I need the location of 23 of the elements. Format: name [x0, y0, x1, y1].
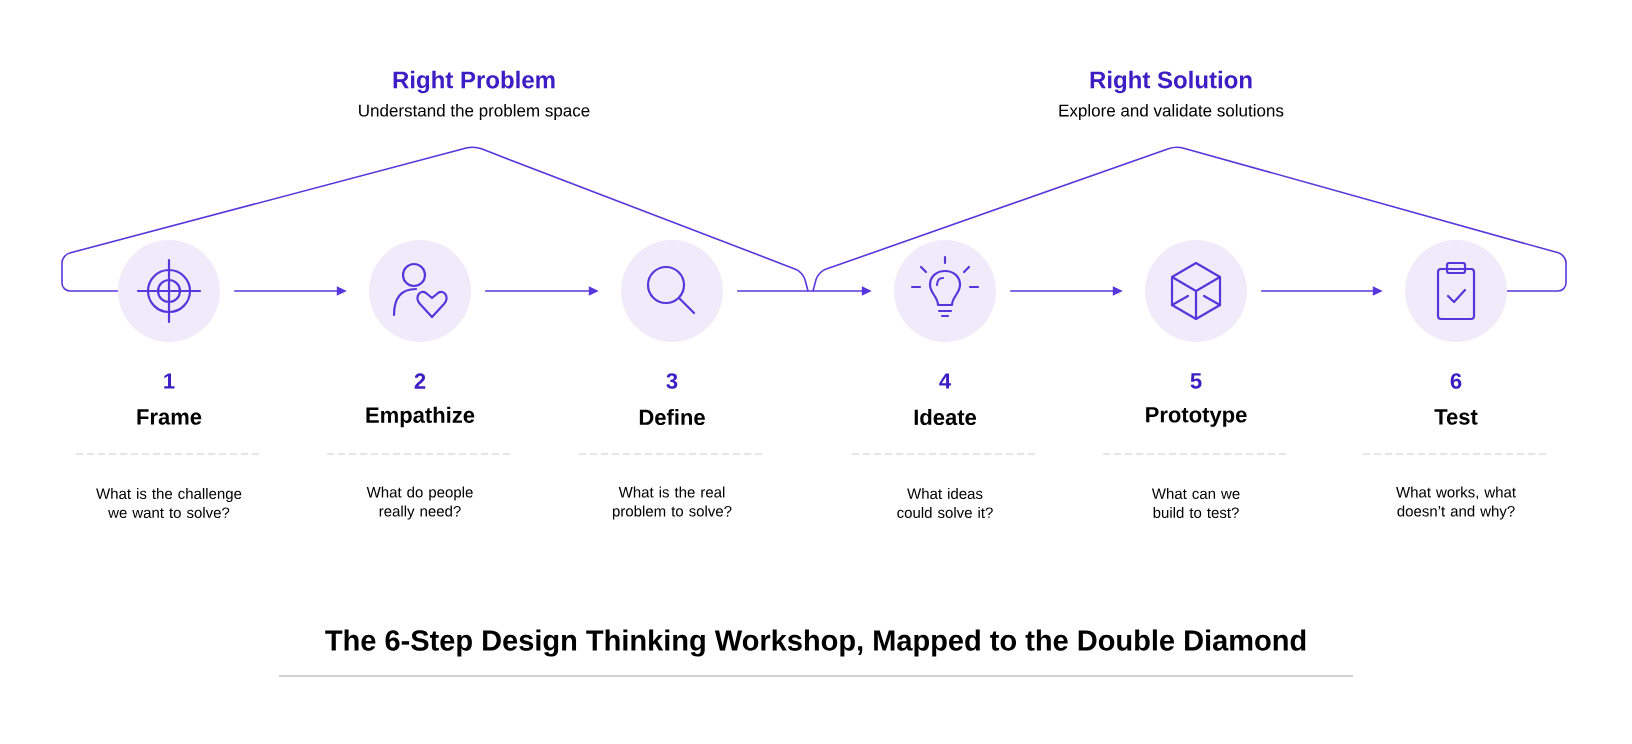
step-name: Empathize: [366, 406, 475, 428]
section-subtitle: Explore and validate solutions: [1059, 104, 1284, 120]
step-name: Define: [639, 408, 705, 426]
step-question: What ideas could solve it?: [897, 488, 993, 518]
step-question: What is the challenge we want to solve?: [96, 488, 242, 518]
step-question: What works, what doesn’t and why?: [1396, 486, 1516, 520]
step-question: What can we build to test?: [1151, 488, 1240, 518]
step-number: 1: [164, 373, 175, 389]
step-name: Frame: [137, 409, 202, 425]
step-number: 2: [414, 373, 426, 389]
section-subtitle: Understand the problem space: [359, 104, 590, 120]
section-heading: Right Solution: [1090, 70, 1252, 94]
step-number: 3: [666, 373, 678, 389]
title: The 6-Step Design Thinking Workshop, Mapped to the Double Diamond: [325, 629, 1306, 657]
step-question: What do people really need?: [366, 486, 473, 520]
step-question: What is the real problem to solve?: [612, 486, 732, 520]
section-heading: Right Problem: [393, 70, 555, 94]
step-number: 5: [1190, 373, 1202, 389]
step-number: 6: [1450, 373, 1462, 389]
step-name: Test: [1434, 409, 1478, 425]
step-name: Prototype: [1146, 407, 1247, 427]
step-number: 4: [939, 373, 951, 389]
step-name: Ideate: [914, 408, 977, 426]
